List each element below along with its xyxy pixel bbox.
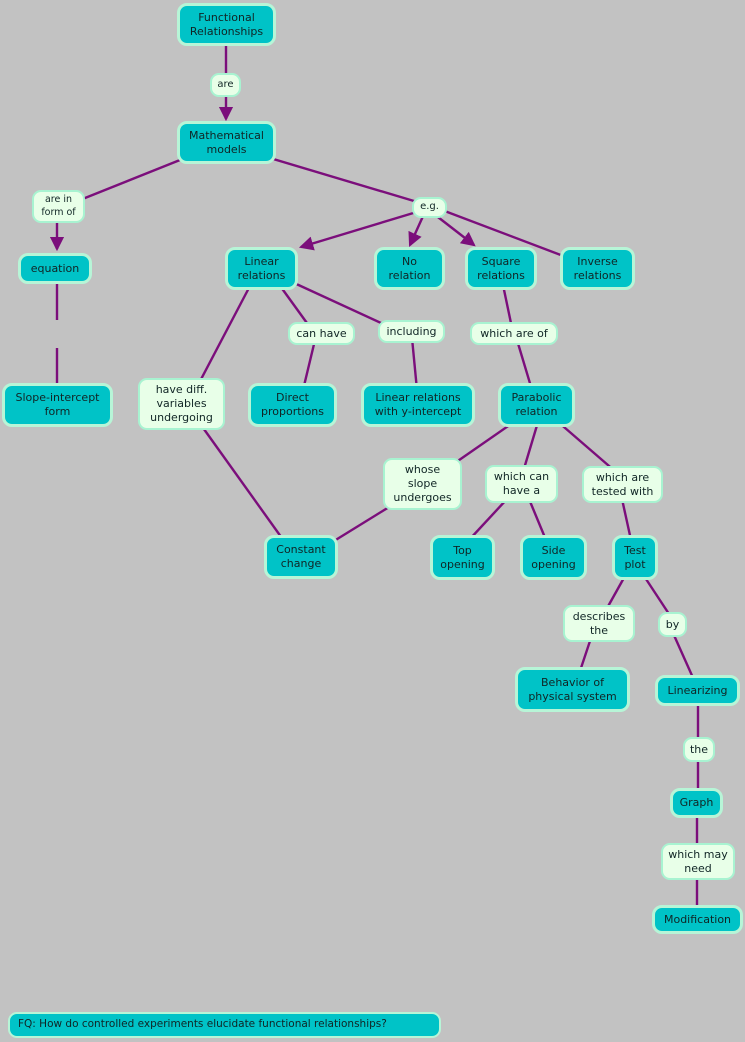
edge-whichcan-sideopening (527, 498, 548, 541)
edge-canhave-directprop (301, 339, 317, 391)
link-label-the[interactable]: the (683, 737, 715, 762)
edge-testplot-by (642, 575, 673, 618)
edge-linear-including (291, 280, 393, 330)
link-label-are[interactable]: are (210, 73, 241, 97)
node-linearizing[interactable]: Linearizing (655, 675, 740, 706)
edge-describes-behavior (578, 637, 593, 672)
node-test-plot[interactable]: Test plot (612, 535, 658, 580)
edge-eg-square (433, 213, 476, 247)
edge-eg-norelation (408, 213, 426, 247)
edge-testplot-describes (604, 575, 627, 611)
edge-whichcan-topopening (468, 498, 508, 541)
edge-parabolic-whichcan (521, 421, 540, 473)
node-mathematical-models[interactable]: Mathematical models (177, 121, 276, 164)
edge-whichareof-parabolic (515, 339, 534, 391)
edge-by-linearizing (671, 632, 696, 681)
edge-eg-inverse (441, 208, 567, 259)
edge-square-whichareof (501, 284, 514, 329)
edge-including-lryintercept (410, 337, 419, 391)
link-label-eg[interactable]: e.g. (412, 197, 447, 218)
node-parabolic-relation[interactable]: Parabolic relation (498, 383, 575, 427)
node-inverse-relations[interactable]: Inverse relations (560, 247, 635, 290)
edge-parabolic-whichtested (556, 420, 617, 473)
node-linear-relations-y-intercept[interactable]: Linear relations with y-intercept (361, 383, 475, 427)
node-top-opening[interactable]: Top opening (430, 535, 495, 580)
link-label-describes-the[interactable]: describes the (563, 605, 635, 642)
link-label-can-have[interactable]: can have (288, 322, 355, 345)
node-graph[interactable]: Graph (670, 788, 723, 818)
link-label-which-are-of[interactable]: which are of (470, 322, 558, 345)
link-label-which-can-have-a[interactable]: which can have a (485, 465, 558, 503)
node-behavior-physical-system[interactable]: Behavior of physical system (515, 667, 630, 712)
link-label-whose-slope-undergoes[interactable]: whose slope undergoes (383, 458, 462, 510)
edge-whoseslope-constant (333, 502, 395, 543)
node-constant-change[interactable]: Constant change (264, 535, 338, 579)
edge-eg-linear (298, 209, 421, 251)
node-modification[interactable]: Modification (652, 905, 743, 934)
node-square-relations[interactable]: Square relations (465, 247, 537, 290)
node-slope-intercept-form[interactable]: Slope-intercept form (2, 383, 113, 427)
link-label-which-may-need[interactable]: which may need (661, 843, 735, 880)
node-functional-relationships[interactable]: Functional Relationships (177, 3, 276, 46)
edge-parabolic-whoseslope (451, 421, 515, 466)
node-no-relation[interactable]: No relation (374, 247, 445, 290)
edge-whichtested-testplot (620, 498, 633, 541)
node-side-opening[interactable]: Side opening (520, 535, 587, 580)
edge-mathematical-eg (249, 150, 425, 206)
link-label-have-diff-variables[interactable]: have diff. variables undergoing (138, 378, 225, 430)
link-label-by[interactable]: by (658, 612, 687, 637)
node-linear-relations[interactable]: Linear relations (225, 247, 298, 290)
node-equation[interactable]: equation (18, 253, 92, 284)
link-label-which-are-tested-with[interactable]: which are tested with (582, 466, 663, 503)
node-direct-proportions[interactable]: Direct proportions (248, 383, 337, 427)
link-label-including[interactable]: including (378, 320, 445, 343)
edge-linear-havediff (196, 283, 253, 386)
edge-havediff-constant (200, 424, 285, 542)
link-label-are-in-form-of[interactable]: are in form of (32, 190, 85, 223)
focus-question[interactable]: FQ: How do controlled experiments elucid… (8, 1012, 441, 1038)
